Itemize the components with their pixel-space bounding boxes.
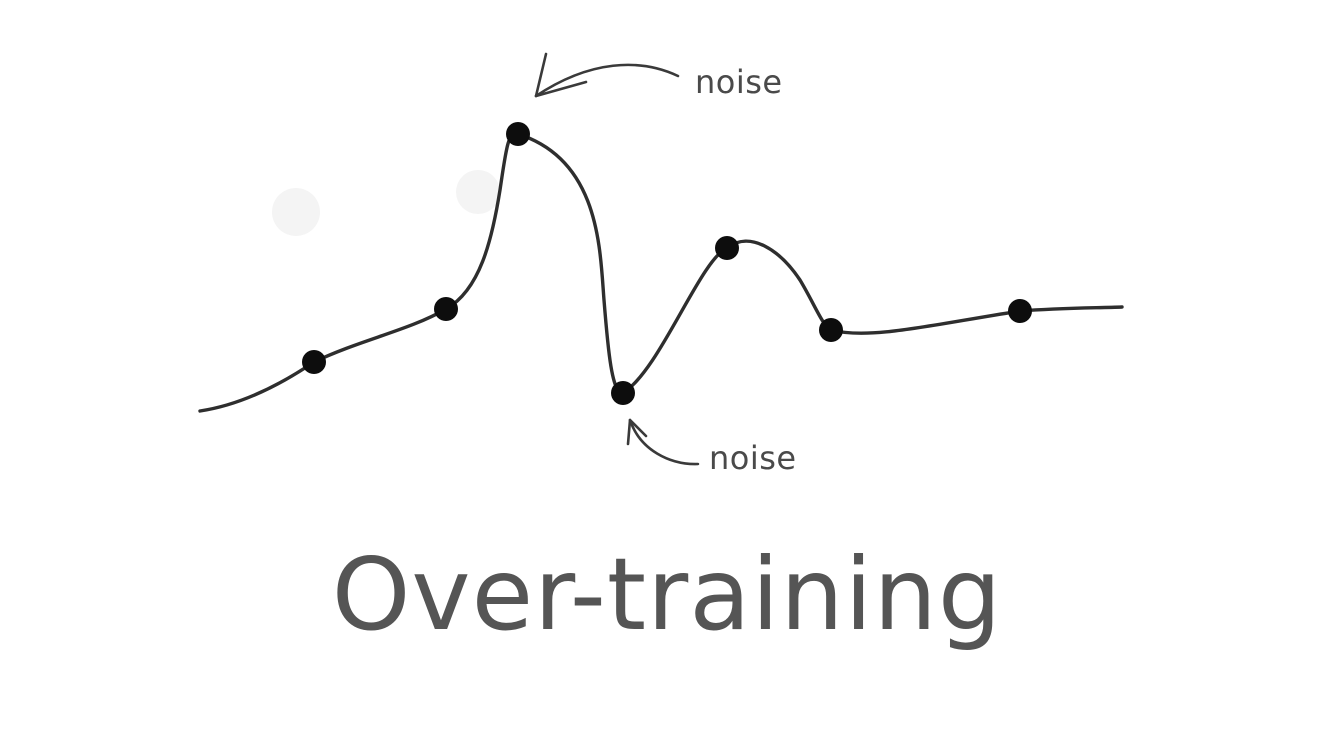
peak-arrow-shaft [534,63,680,98]
peak-arrow-head [534,52,588,98]
background-smudge [272,188,320,236]
trough-arrow-shaft [628,418,700,466]
data-point [1008,299,1032,323]
noise-label-trough: noise [709,439,797,477]
data-point [302,350,326,374]
data-point-noise-trough [611,381,635,405]
background-smudge [456,170,500,214]
fitted-curve [198,131,1124,413]
data-point [819,318,843,342]
trough-arrow-head [626,418,648,446]
curved-arrow-icon [626,418,700,466]
data-point [715,236,739,260]
data-point-noise-peak [506,122,530,146]
noise-label-peak: noise [695,63,783,101]
data-point [434,297,458,321]
diagram-title: Over-training [331,536,1003,653]
curved-arrow-icon [534,52,680,98]
